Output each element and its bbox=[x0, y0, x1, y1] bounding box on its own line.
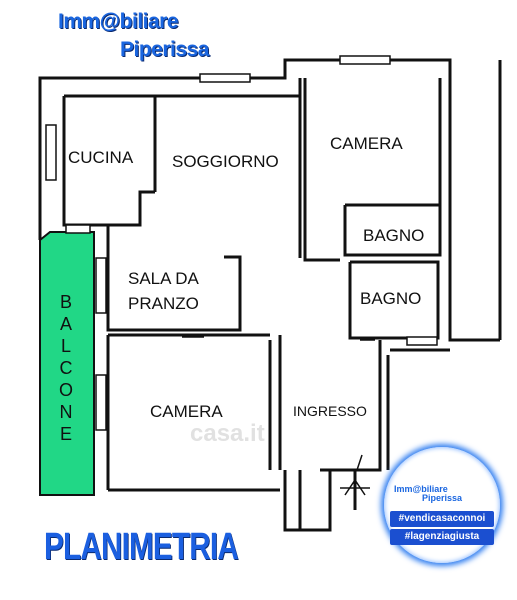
room-label-bagno-2: BAGNO bbox=[360, 289, 422, 308]
door-marks bbox=[182, 336, 375, 496]
agency-badge: Imm@biliare Piperissa #vendicasaconnoi #… bbox=[384, 447, 500, 563]
brand-logo-line1: Imm@biliare bbox=[58, 10, 179, 33]
watermark: casa.it bbox=[190, 420, 265, 447]
room-label-soggiorno: SOGGIORNO bbox=[172, 152, 279, 171]
balcone-letter: C bbox=[59, 357, 73, 378]
room-label-bagno-1: BAGNO bbox=[363, 226, 425, 245]
room-label-camera-top: CAMERA bbox=[330, 134, 403, 153]
balcone-letter: O bbox=[58, 379, 73, 400]
walls bbox=[38, 58, 502, 532]
badge-brand-line1: Imm@biliare bbox=[394, 484, 448, 494]
badge-brand-line2: Piperissa bbox=[422, 493, 463, 503]
balcone-label: B A L C O N E bbox=[38, 240, 94, 495]
room-label-cucina: CUCINA bbox=[68, 148, 134, 167]
balcone-letter: N bbox=[59, 401, 73, 422]
page-title: PLANIMETRIA bbox=[44, 526, 239, 568]
balcone-area bbox=[39, 231, 95, 496]
room-label-ingresso: INGRESSO bbox=[293, 403, 367, 419]
balcone-letter: L bbox=[60, 335, 71, 356]
brand-logo-line2: Piperissa bbox=[120, 38, 209, 61]
balcone-letter: E bbox=[59, 423, 72, 444]
badge-hashtag-2: #lagenziagiusta bbox=[390, 529, 494, 545]
badge-hashtag-1: #vendicasaconnoi bbox=[390, 511, 494, 527]
brand-logo: Imm@biliare Piperissa bbox=[58, 6, 248, 68]
room-label-sala-line2: PRANZO bbox=[128, 294, 199, 313]
room-label-sala-line1: SALA DA bbox=[128, 269, 199, 288]
balcone-letter: A bbox=[59, 313, 72, 334]
room-label-camera-bottom: CAMERA bbox=[150, 402, 223, 421]
windows bbox=[45, 55, 438, 431]
balcone-letter: B bbox=[59, 291, 72, 312]
